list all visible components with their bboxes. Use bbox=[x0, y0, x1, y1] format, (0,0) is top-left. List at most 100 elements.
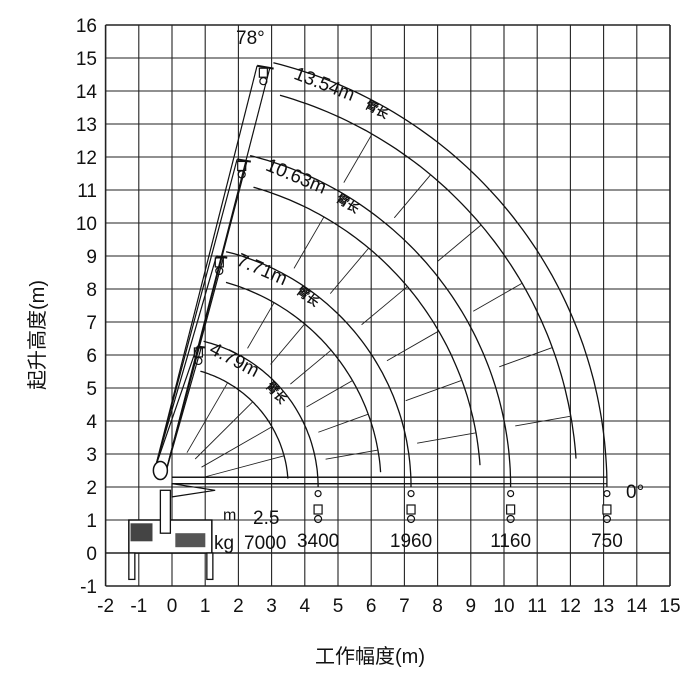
angle-line bbox=[437, 224, 482, 262]
x-tick-label: 9 bbox=[466, 596, 477, 617]
angle-line bbox=[473, 282, 523, 312]
boom-arms: 3400 1960 1160 750 bbox=[152, 64, 623, 552]
boom-arc-inner bbox=[225, 281, 382, 473]
boom-arc-inner bbox=[253, 186, 481, 466]
angle-line bbox=[417, 432, 477, 444]
truck-body bbox=[128, 489, 214, 581]
y-tick-label: 10 bbox=[76, 214, 97, 235]
angle-line bbox=[361, 286, 408, 326]
boom-head bbox=[236, 158, 251, 163]
y-tick-label: 7 bbox=[86, 313, 97, 334]
hook-icon bbox=[507, 490, 515, 498]
hook-block-icon bbox=[506, 504, 516, 515]
load-value-label: 3400 bbox=[297, 531, 339, 552]
y-tick-label: 12 bbox=[76, 148, 97, 169]
luffing-cylinder bbox=[171, 483, 216, 498]
hook-icon bbox=[314, 490, 322, 498]
x-tick-label: 8 bbox=[432, 596, 443, 617]
boom-raised bbox=[154, 346, 198, 468]
angle-line bbox=[290, 349, 332, 385]
angle-line bbox=[515, 415, 571, 427]
hook-block-icon bbox=[406, 504, 416, 515]
angle-line bbox=[201, 426, 273, 468]
y-tick-label: 15 bbox=[76, 49, 97, 70]
boom-arc-outer bbox=[273, 62, 608, 487]
outrigger-right bbox=[206, 552, 214, 581]
x-tick-label: 0 bbox=[167, 596, 178, 617]
boom-head bbox=[256, 64, 274, 70]
x-tick-label: 2 bbox=[233, 596, 244, 617]
y-tick-label: 14 bbox=[76, 82, 98, 103]
boom-arc-inner bbox=[200, 370, 289, 479]
boom-label: 臂长 bbox=[363, 97, 392, 122]
angle-line bbox=[186, 382, 228, 453]
first-load-label: 7000 bbox=[244, 533, 286, 554]
angle-line bbox=[318, 413, 369, 433]
load-value-label: 750 bbox=[591, 531, 623, 552]
boom-raised bbox=[154, 256, 217, 468]
hook-block-icon bbox=[602, 504, 612, 515]
boom-raised bbox=[164, 68, 271, 474]
x-axis-label: 工作幅度(m) bbox=[315, 645, 425, 668]
y-tick-label: 6 bbox=[86, 346, 97, 367]
y-tick-label: 9 bbox=[86, 247, 97, 268]
y-tick-label: 4 bbox=[86, 412, 97, 433]
hook-icon bbox=[506, 514, 515, 524]
hook-icon bbox=[407, 490, 415, 498]
angle-line bbox=[247, 302, 275, 349]
boom-arc-outer bbox=[203, 340, 319, 487]
truck-engine bbox=[130, 523, 153, 542]
x-tick-label: 11 bbox=[527, 596, 547, 617]
first-radius-label: 2.5 bbox=[253, 508, 279, 529]
x-tick-label: 14 bbox=[626, 596, 648, 617]
boom-length-label: 13.54m bbox=[291, 63, 358, 105]
x-tick-label: 6 bbox=[366, 596, 377, 617]
angle-line bbox=[270, 323, 306, 365]
boom-length-label: 10.63m bbox=[263, 155, 330, 199]
x-tick-label: 10 bbox=[493, 596, 514, 617]
y-tick-label: -1 bbox=[80, 577, 97, 598]
hook-block-icon bbox=[258, 67, 268, 78]
angle-line bbox=[343, 133, 373, 183]
angle-line bbox=[293, 216, 325, 269]
x-tick-label: -2 bbox=[97, 596, 114, 617]
load-unit-label: kg bbox=[214, 533, 234, 554]
boom-label: 臂长 bbox=[263, 379, 291, 408]
x-tick-label: 7 bbox=[399, 596, 410, 617]
x-tick-label: 4 bbox=[300, 596, 311, 617]
angle-line bbox=[194, 401, 254, 460]
angle-max-label: 78° bbox=[236, 28, 265, 49]
x-tick-label: 15 bbox=[659, 596, 680, 617]
boom-raised bbox=[154, 65, 258, 468]
boom-arc-outer bbox=[225, 251, 412, 487]
angle-line bbox=[205, 455, 285, 478]
y-tick-label: 5 bbox=[86, 379, 97, 400]
angle-line bbox=[499, 347, 553, 368]
boom-arc-inner bbox=[279, 94, 577, 459]
truck-pump bbox=[175, 533, 206, 548]
hook-block-icon bbox=[313, 504, 323, 515]
y-tick-label: 0 bbox=[86, 544, 97, 565]
load-value-label: 1960 bbox=[390, 531, 432, 552]
x-tick-label: -1 bbox=[130, 596, 147, 617]
y-tick-label: 8 bbox=[86, 280, 97, 301]
load-value-label: 1160 bbox=[490, 531, 531, 552]
y-tick-label: 13 bbox=[76, 115, 97, 136]
angle-line bbox=[386, 330, 439, 362]
x-tick-label: 3 bbox=[266, 596, 277, 617]
y-axis-label: 起升高度(m) bbox=[26, 280, 49, 390]
boom-arc-outer bbox=[249, 154, 512, 487]
hook-icon bbox=[406, 514, 416, 524]
radius-unit-label: m bbox=[223, 507, 236, 524]
x-tick-label: 12 bbox=[560, 596, 581, 617]
x-tick-label: 5 bbox=[333, 596, 344, 617]
angle-line bbox=[329, 247, 370, 294]
angle-line bbox=[393, 174, 431, 219]
outrigger-left bbox=[128, 552, 136, 581]
angle-line bbox=[405, 379, 462, 402]
boom-label: 臂长 bbox=[294, 283, 323, 310]
x-tick-label: 13 bbox=[593, 596, 614, 617]
y-tick-label: 11 bbox=[77, 181, 97, 202]
